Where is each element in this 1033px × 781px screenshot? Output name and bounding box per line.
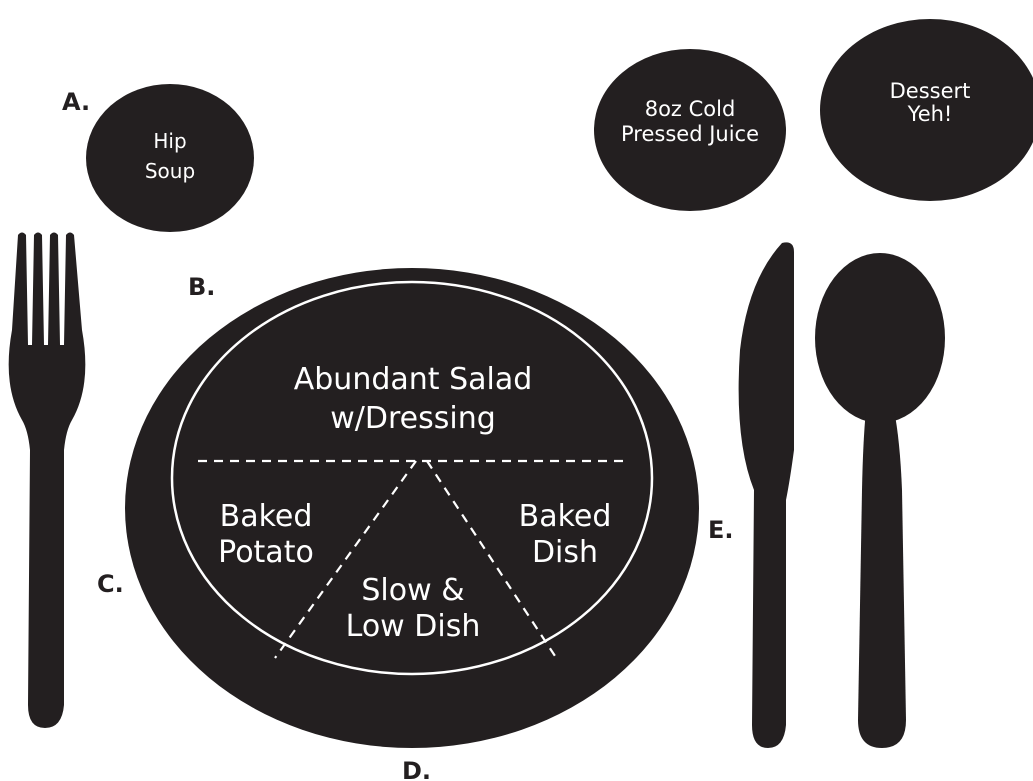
juice-label-line2: Pressed Juice bbox=[621, 122, 759, 146]
salad-label-line1: Abundant Salad bbox=[294, 362, 533, 397]
baked-dish-label-line2: Dish bbox=[532, 535, 598, 570]
soup-label-line1: Hip bbox=[153, 129, 186, 153]
marker-e: E. bbox=[708, 516, 734, 544]
salad-label-line2: w/Dressing bbox=[330, 401, 496, 436]
knife-icon bbox=[738, 242, 794, 748]
juice-label-line1: 8oz Cold bbox=[645, 97, 736, 121]
plate-inner-rim bbox=[170, 280, 654, 676]
marker-a: A. bbox=[62, 88, 90, 116]
fork-icon bbox=[8, 232, 86, 728]
marker-b: B. bbox=[188, 273, 215, 301]
spoon-icon bbox=[815, 253, 945, 748]
potato-label-line1: Baked bbox=[220, 499, 313, 534]
dessert-label-line2: Yeh! bbox=[907, 102, 953, 126]
plate-divider-left bbox=[274, 460, 417, 659]
potato-label-line2: Potato bbox=[218, 535, 314, 570]
slow-low-label-line1: Slow & bbox=[361, 573, 464, 608]
baked-dish-label-line1: Baked bbox=[519, 499, 612, 534]
marker-d: D. bbox=[402, 757, 431, 781]
slow-low-label-line2: Low Dish bbox=[346, 609, 481, 644]
dessert-plate: Dessert Yeh! bbox=[820, 19, 1033, 201]
plate-divider-right bbox=[426, 460, 556, 657]
dessert-label-line1: Dessert bbox=[890, 79, 971, 103]
soup-bowl: Hip Soup bbox=[86, 84, 254, 232]
dinner-plate: Abundant Salad w/Dressing Baked Potato B… bbox=[125, 268, 699, 748]
juice-glass: 8oz Cold Pressed Juice bbox=[594, 49, 786, 211]
marker-c: C. bbox=[97, 570, 124, 598]
soup-label-line2: Soup bbox=[145, 159, 195, 183]
